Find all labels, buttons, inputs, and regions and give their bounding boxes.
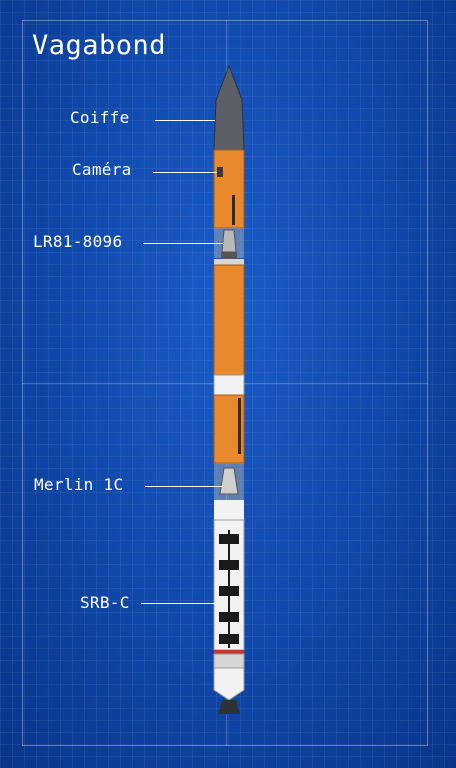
lr81-engine bbox=[221, 229, 237, 253]
main-tank-upper bbox=[213, 264, 245, 376]
leader-camera bbox=[153, 172, 217, 173]
blueprint-frame bbox=[22, 20, 428, 746]
label-lr81-8096: LR81-8096 bbox=[33, 232, 123, 251]
leader-merlin-1c bbox=[145, 486, 223, 487]
label-merlin-1c: Merlin 1C bbox=[34, 475, 124, 494]
leader-lr81-8096 bbox=[143, 243, 223, 244]
upper-stage-tank bbox=[213, 149, 245, 229]
leader-srb-c bbox=[141, 603, 215, 604]
srb-nozzle bbox=[218, 700, 240, 714]
label-camera: Caméra bbox=[72, 160, 132, 179]
rocket-title: Vagabond bbox=[32, 30, 167, 61]
label-srb-c: SRB-C bbox=[80, 593, 130, 612]
leader-coiffe bbox=[155, 120, 215, 121]
merlin-engine bbox=[219, 467, 239, 495]
camera-part bbox=[217, 167, 223, 177]
label-coiffe: Coiffe bbox=[70, 108, 130, 127]
fairing-nose-cone bbox=[213, 64, 245, 151]
